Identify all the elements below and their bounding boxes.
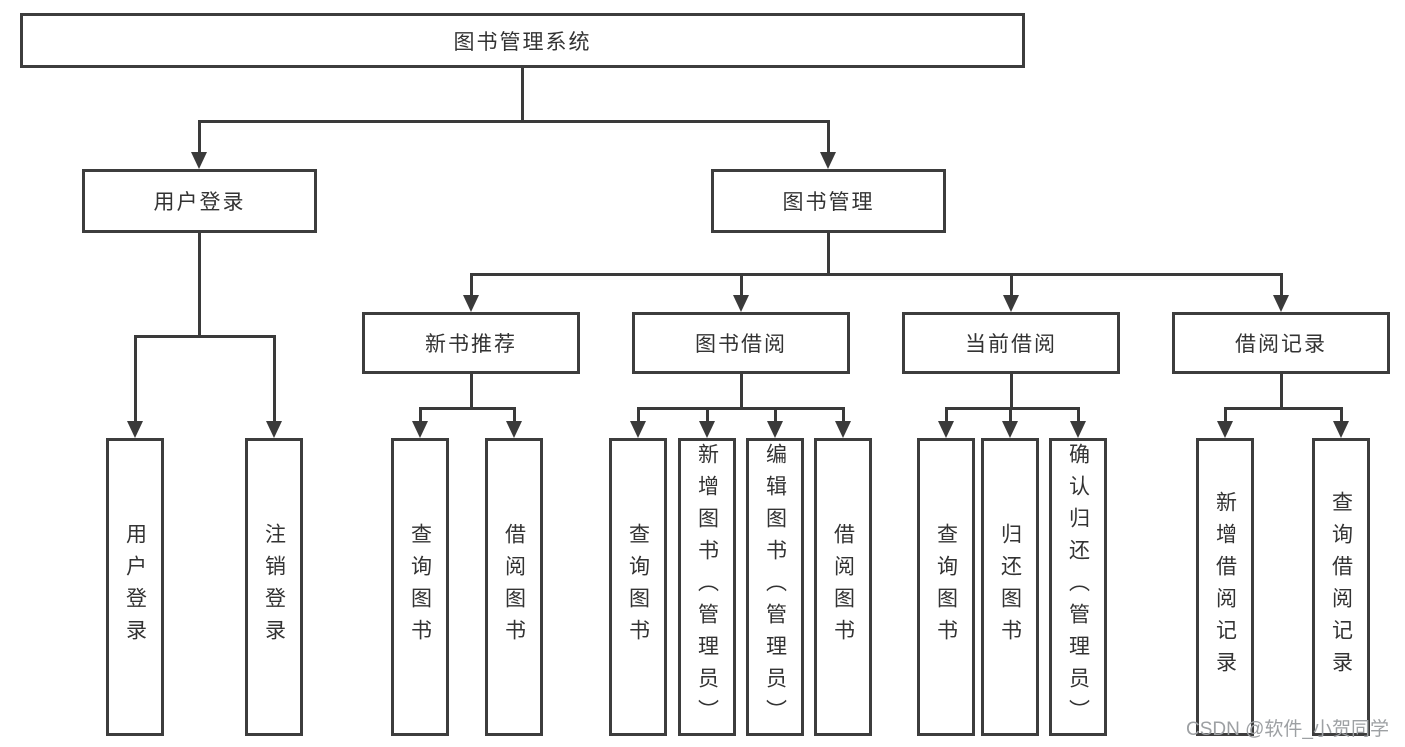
arrow-down-icon (1003, 295, 1019, 312)
node-leaf-return-books: 归还图书 (981, 438, 1039, 736)
edge-line (470, 273, 1282, 276)
arrow-down-icon (699, 421, 715, 438)
edge-line (637, 407, 844, 410)
node-leaf-query-books-3: 查询图书 (917, 438, 975, 736)
edge-line (774, 407, 777, 423)
edge-line (637, 407, 640, 423)
arrow-down-icon (938, 421, 954, 438)
node-book-management: 图书管理 (711, 169, 946, 233)
arrow-down-icon (1273, 295, 1289, 312)
node-new-book-recommend: 新书推荐 (362, 312, 580, 374)
node-label: 查询图书 (934, 523, 958, 651)
edge-line (1009, 407, 1012, 423)
node-label: 图书借阅 (695, 333, 787, 356)
edge-line (1010, 374, 1013, 407)
node-leaf-query-books-2: 查询图书 (609, 438, 667, 736)
edge-line (740, 273, 743, 297)
edge-line (706, 407, 709, 423)
node-user-login: 用户登录 (82, 169, 317, 233)
node-root: 图书管理系统 (20, 13, 1025, 68)
edge-line (827, 120, 830, 156)
edge-line (1340, 407, 1343, 423)
edge-line (740, 374, 743, 407)
edge-line (273, 335, 276, 423)
edge-line (521, 68, 524, 122)
node-label: 查询图书 (408, 523, 432, 651)
edge-line (1010, 273, 1013, 297)
arrow-down-icon (1070, 421, 1086, 438)
node-label: 用户登录 (123, 523, 147, 651)
edge-line (1077, 407, 1080, 423)
node-leaf-logout: 注销登录 (245, 438, 303, 736)
arrow-down-icon (1002, 421, 1018, 438)
arrow-down-icon (630, 421, 646, 438)
edge-line (198, 120, 830, 123)
arrow-down-icon (266, 421, 282, 438)
node-leaf-borrow-books-2: 借阅图书 (814, 438, 872, 736)
node-label: 借阅记录 (1235, 333, 1327, 356)
node-label: 新增图书（管理员） (695, 443, 719, 731)
edge-line (419, 407, 422, 423)
arrow-down-icon (191, 152, 207, 169)
node-label: 借阅图书 (831, 523, 855, 651)
arrow-down-icon (463, 295, 479, 312)
edge-line (134, 335, 137, 423)
node-label: 新书推荐 (425, 333, 517, 356)
arrow-down-icon (506, 421, 522, 438)
edge-line (827, 233, 830, 273)
edge-line (945, 407, 948, 423)
node-label: 当前借阅 (965, 333, 1057, 356)
edge-line (198, 120, 201, 156)
edge-line (419, 407, 515, 410)
node-label: 查询图书 (626, 523, 650, 651)
edge-line (945, 407, 1079, 410)
arrow-down-icon (835, 421, 851, 438)
node-book-borrow: 图书借阅 (632, 312, 850, 374)
node-label: 图书管理 (782, 191, 875, 214)
node-label: 注销登录 (262, 523, 286, 651)
node-leaf-add-borrow-record: 新增借阅记录 (1196, 438, 1254, 736)
edge-line (470, 273, 473, 297)
edge-line (1280, 374, 1283, 407)
edge-line (1280, 273, 1283, 297)
arrow-down-icon (767, 421, 783, 438)
node-label: 图书管理系统 (453, 30, 592, 54)
edge-line (134, 335, 275, 338)
node-leaf-user-login: 用户登录 (106, 438, 164, 736)
node-label: 用户登录 (153, 191, 246, 214)
node-leaf-add-books-admin: 新增图书（管理员） (678, 438, 736, 736)
node-label: 编辑图书（管理员） (763, 443, 787, 731)
edge-line (842, 407, 845, 423)
arrow-down-icon (1333, 421, 1349, 438)
node-leaf-borrow-books-1: 借阅图书 (485, 438, 543, 736)
arrow-down-icon (412, 421, 428, 438)
arrow-down-icon (127, 421, 143, 438)
node-label: 借阅图书 (502, 523, 526, 651)
edge-line (1224, 407, 1342, 410)
node-leaf-confirm-return-admin: 确认归还（管理员） (1049, 438, 1107, 736)
edge-line (470, 374, 473, 407)
node-leaf-query-borrow-record: 查询借阅记录 (1312, 438, 1370, 736)
node-leaf-query-books-1: 查询图书 (391, 438, 449, 736)
node-current-borrow: 当前借阅 (902, 312, 1120, 374)
arrow-down-icon (820, 152, 836, 169)
csdn-watermark: CSDN @软件_小贺同学 (1186, 719, 1389, 740)
edge-line (1224, 407, 1227, 423)
node-label: 新增借阅记录 (1213, 491, 1237, 683)
edge-line (513, 407, 516, 423)
node-label: 归还图书 (998, 523, 1022, 651)
edge-line (198, 233, 201, 335)
arrow-down-icon (1217, 421, 1233, 438)
node-label: 查询借阅记录 (1329, 491, 1353, 683)
arrow-down-icon (733, 295, 749, 312)
node-borrow-records: 借阅记录 (1172, 312, 1390, 374)
node-label: 确认归还（管理员） (1066, 443, 1090, 731)
node-leaf-edit-books-admin: 编辑图书（管理员） (746, 438, 804, 736)
